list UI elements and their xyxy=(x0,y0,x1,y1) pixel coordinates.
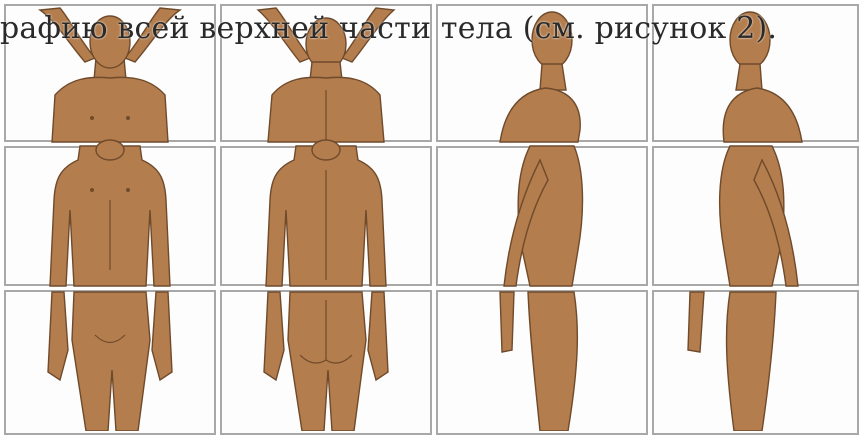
figure-front-legs xyxy=(48,292,172,431)
figure-front-torso xyxy=(50,140,170,286)
figure-right-torso xyxy=(720,146,798,286)
caption-text: рафию всей верхней части тела (см. рисун… xyxy=(0,6,861,52)
figure-left-legs xyxy=(500,292,577,431)
figure-back-legs xyxy=(264,292,388,431)
figure-left-torso xyxy=(504,146,583,286)
figure-right-legs xyxy=(688,292,776,431)
figure-back-torso xyxy=(266,140,386,286)
